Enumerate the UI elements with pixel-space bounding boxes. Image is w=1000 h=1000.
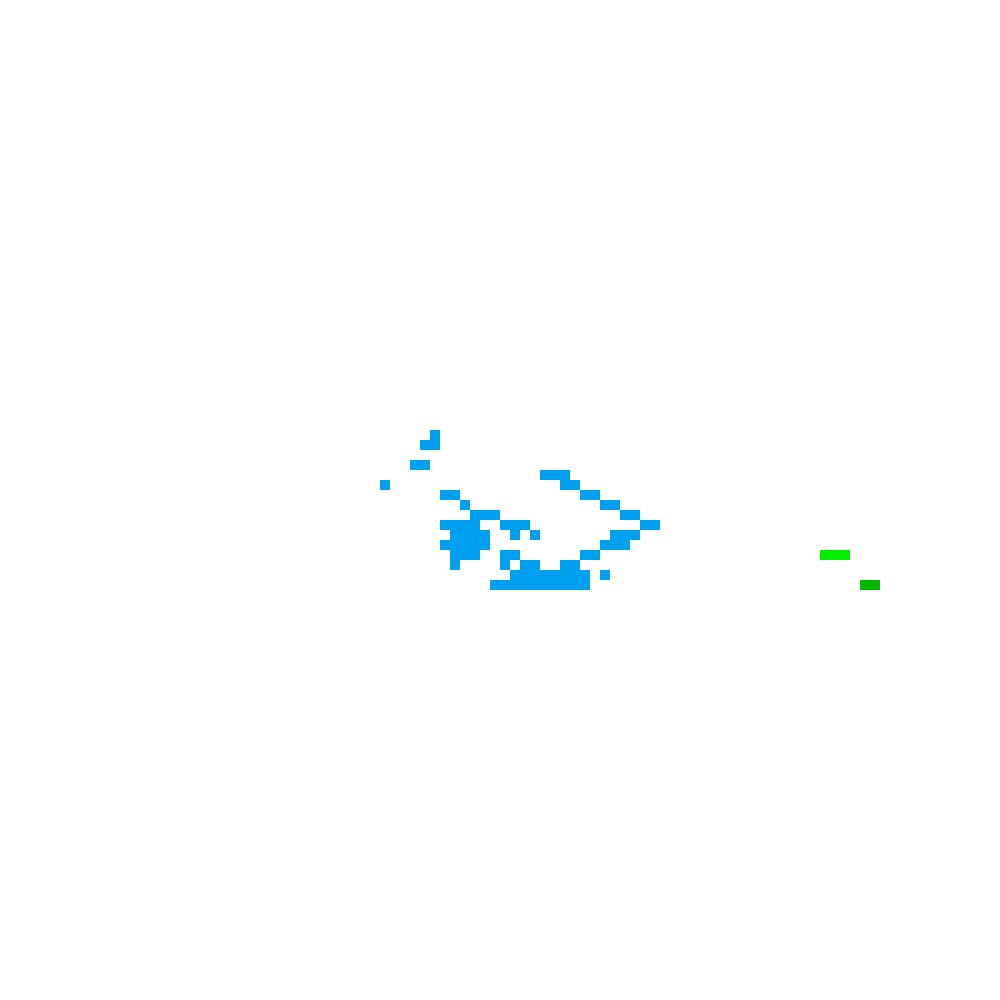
pixel-cell [430,440,440,450]
pixel-cell [380,480,390,490]
pixel-cell [580,550,590,560]
pixel-cell [520,580,530,590]
pixel-cell [420,440,430,450]
pixel-cell [520,560,530,570]
pixel-cell [470,520,480,530]
pixel-cell [450,490,460,500]
pixel-cell [590,550,600,560]
pixel-cell [840,550,850,560]
pixel-cell [520,520,530,530]
pixel-cell [570,570,580,580]
pixel-cell [620,510,630,520]
pixel-cell [510,530,520,540]
pixel-cell [450,560,460,570]
pixel-cell [480,510,490,520]
pixel-cell [600,540,610,550]
pixel-cell [820,550,830,560]
pixel-cell [480,530,490,540]
pixel-cell [470,510,480,520]
pixel-cell [500,550,510,560]
pixel-cell [500,520,510,530]
pixel-cell [540,580,550,590]
pixel-cell [580,570,590,580]
pixel-cell [460,540,470,550]
pixel-cell [470,540,480,550]
pixel-cell [630,510,640,520]
pixel-cell [450,550,460,560]
pixel-cell [640,520,650,530]
pixel-cell [620,530,630,540]
pixel-cell [510,520,520,530]
pixel-cell [580,580,590,590]
blue-cluster-bottom [490,550,610,590]
green-cluster-dark [860,580,880,590]
pixel-cell [510,550,520,560]
pixel-cell [460,520,470,530]
pixel-cell [470,550,480,560]
pixel-cell [510,570,520,580]
pixel-cell [530,560,540,570]
pixel-cell [490,580,500,590]
pixel-cell [590,490,600,500]
pixel-cell [440,520,450,530]
pixel-cell [560,580,570,590]
pixel-cell [530,580,540,590]
pixel-cell [570,480,580,490]
pixel-cell [490,510,500,520]
pixel-cell [580,490,590,500]
pixel-cell [460,500,470,510]
pixel-cell [530,530,540,540]
pixel-cell [410,460,420,470]
pixel-cell [610,540,620,550]
pixel-cell [560,570,570,580]
pixel-cell [450,530,460,540]
pixel-cell [550,580,560,590]
blue-cluster-main [380,430,540,570]
pixel-cell [430,430,440,440]
pixel-cell [550,470,560,480]
pixel-cell [560,470,570,480]
pixel-cell [540,570,550,580]
blue-cluster-right [540,470,660,560]
pixel-cell [460,550,470,560]
pixel-cell [650,520,660,530]
pixel-cell [570,580,580,590]
pixel-cell [480,540,490,550]
pixel-cell [630,530,640,540]
pixel-cell [450,540,460,550]
pixel-cell [540,470,550,480]
pixel-cell [560,560,570,570]
green-cluster-light [820,550,850,560]
pixel-cell [610,530,620,540]
pixel-cell [600,570,610,580]
pixel-cell [570,560,580,570]
pixel-cell [870,580,880,590]
pixel-cell [830,550,840,560]
pixel-cell [620,540,630,550]
pixel-cell [460,530,470,540]
pixel-cell [610,500,620,510]
pixel-cell [420,460,430,470]
pixel-cell [500,560,510,570]
pixel-cell [440,490,450,500]
pixel-cell [860,580,870,590]
pixel-cell [440,540,450,550]
pixel-cell [550,570,560,580]
pixel-cell [530,570,540,580]
pixel-cell [600,500,610,510]
pixel-cell [500,580,510,590]
pixel-cell [470,530,480,540]
pixel-cell [560,480,570,490]
pixel-cell [520,570,530,580]
pixel-cell [450,520,460,530]
pixel-cell [510,580,520,590]
